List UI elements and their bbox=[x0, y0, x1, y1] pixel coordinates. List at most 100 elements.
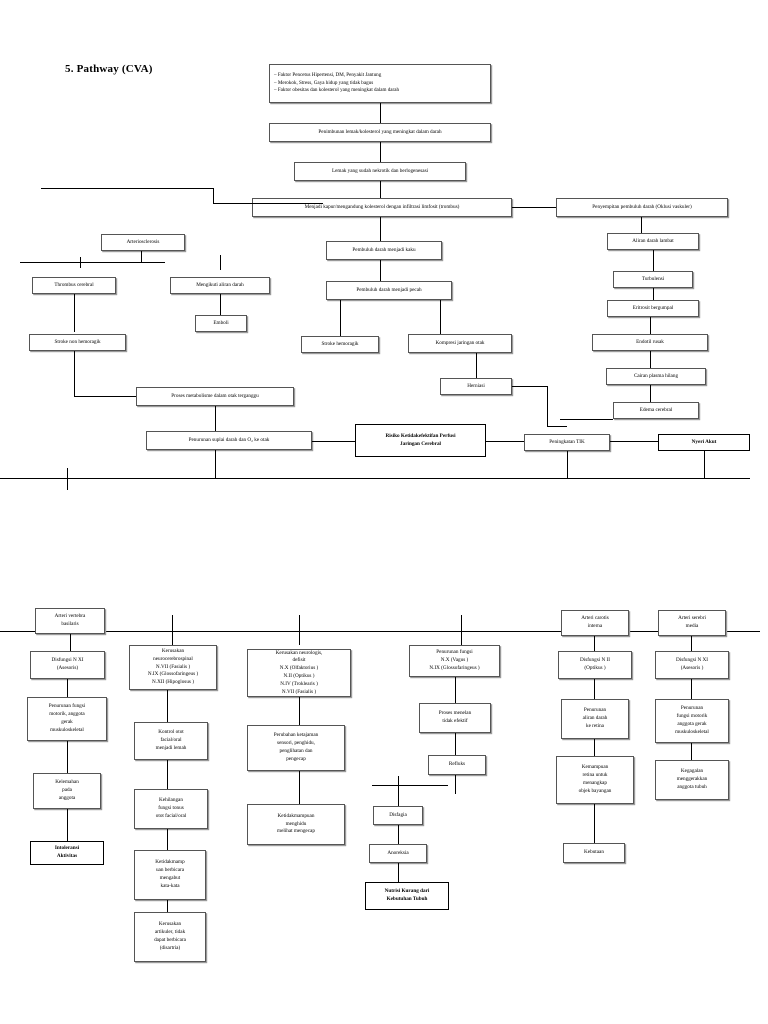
node-stroke-non-hemoragik: Stroke non hemoragik bbox=[29, 334, 126, 351]
node-arteri-carotis: Arteri carotis interna bbox=[561, 610, 629, 636]
connector bbox=[74, 396, 136, 397]
connector bbox=[312, 441, 355, 442]
connector bbox=[547, 426, 567, 427]
node-penurunan-fungsi-nx: Penurunan fungsi N.X (Vagus ) N.IX (Glos… bbox=[409, 645, 500, 677]
node-kompresi: Kompresi jaringan otak bbox=[408, 334, 512, 353]
connector bbox=[215, 450, 216, 478]
node-arteri-vertebra: Arteri vertebra basilaris bbox=[35, 608, 105, 634]
connector bbox=[455, 775, 456, 794]
connector bbox=[455, 733, 456, 755]
connector bbox=[220, 255, 221, 270]
node-proses-menelan: Proses menelan tidak efektif bbox=[419, 703, 491, 733]
node-kontrol-otot: Kontrol otot facial/oral menjadi lemah bbox=[134, 722, 208, 760]
connector bbox=[398, 863, 399, 882]
connector bbox=[398, 825, 399, 844]
connector bbox=[299, 771, 300, 804]
node-risk-factors: – Faktor Pencetus Hipertensi, DM, Penyak… bbox=[269, 64, 491, 103]
connector bbox=[650, 385, 651, 402]
connector bbox=[560, 419, 613, 420]
node-arteri-serebri: Arteri serebri media bbox=[658, 610, 726, 636]
page-title: 5. Pathway (CVA) bbox=[65, 63, 153, 75]
connector bbox=[567, 451, 568, 478]
connector bbox=[704, 451, 705, 478]
node-kerusakan-neurologis: Kerusakan neurologis, defisit N.X (Olfak… bbox=[247, 649, 351, 697]
node-kelemahan: Kelemahan pada anggota bbox=[33, 773, 101, 809]
node-thrombus: Thrombus cerebral bbox=[32, 277, 116, 294]
connector bbox=[594, 636, 595, 651]
connector bbox=[74, 294, 75, 332]
connector bbox=[440, 300, 441, 334]
node-eritrosit: Eritrosit bergumpal bbox=[607, 300, 699, 317]
connector bbox=[380, 181, 381, 198]
connector bbox=[594, 739, 595, 756]
node-disfagia: Disfagia bbox=[373, 806, 423, 825]
connector bbox=[691, 636, 692, 651]
diagnosis-nutrisi-kurang: Nutrisi Kurang dari Kebutuhan Tubuh bbox=[365, 882, 449, 910]
connector bbox=[213, 188, 214, 203]
connector bbox=[70, 634, 71, 651]
node-herniasi: Herniasi bbox=[440, 378, 512, 395]
node-disfungsi-nii: Disfungsi N II (Optikus ) bbox=[558, 651, 632, 679]
connector bbox=[299, 697, 300, 725]
diagnosis-intoleransi-aktivitas: Intoleransi Aktivitas bbox=[30, 841, 104, 865]
connector bbox=[547, 386, 548, 426]
node-kegagalan-gerak: Kegagalan menggerakkan anggota tubuh bbox=[655, 760, 729, 800]
connector bbox=[167, 690, 168, 722]
connector bbox=[398, 776, 399, 806]
connector bbox=[650, 317, 651, 334]
node-disfungsi-nxi-b: Disfungsi N XI (Asesoris ) bbox=[655, 651, 729, 679]
node-kerusakan-artikuler: Kerusakan artikuler, tidak dapat berbica… bbox=[134, 912, 206, 962]
node-kemampuan-retina: Kemampuan retina untuk menangkap objek b… bbox=[556, 756, 634, 804]
connector bbox=[691, 743, 692, 760]
connector bbox=[215, 406, 216, 431]
node-lemak-nekrotik: Lemak yang sudah nekrotik dan berlogenes… bbox=[294, 162, 466, 181]
node-anoreksia: Anoreksia bbox=[369, 844, 427, 863]
connector bbox=[340, 300, 341, 336]
node-turbulensi: Turbulensi bbox=[613, 271, 693, 288]
node-penurunan-motorik-b: Penurunan fungsi motorik anggota gerak m… bbox=[655, 699, 729, 743]
connector bbox=[691, 679, 692, 699]
connector bbox=[67, 809, 68, 841]
connector bbox=[594, 679, 595, 699]
node-menjadi-kapur: Menjadi kapur/mengandung kolesterol deng… bbox=[252, 198, 512, 217]
node-perubahan-ketajaman: Perubahan ketajaman sensori, penghidu, p… bbox=[247, 725, 345, 771]
connector bbox=[67, 741, 68, 773]
node-pembuluh-kaku: Pembuluh darah menjadi kaku bbox=[326, 241, 442, 260]
connector bbox=[641, 217, 642, 233]
node-peningkatan-tik: Peningkatan TIK bbox=[524, 434, 610, 451]
connector bbox=[650, 351, 651, 368]
connector bbox=[80, 257, 81, 268]
connector bbox=[172, 615, 173, 645]
node-penimbunan: Penimbunan lemak/kolesterol yang meningk… bbox=[269, 123, 491, 142]
node-penurunan-suplai: Penurunan suplai darah dan O₂ ke otak bbox=[146, 431, 312, 450]
connector-bus-bottom bbox=[0, 631, 760, 632]
diagnosis-risiko-perfusi: Risiko Ketidakefektifan Perfusi Jaringan… bbox=[355, 424, 486, 457]
connector bbox=[486, 441, 524, 442]
node-mengikuti-aliran: Mengikuti aliran darah bbox=[170, 277, 270, 294]
node-penurunan-motorik-a: Penurunan fungsi motorik, anggota gerak … bbox=[27, 697, 107, 741]
connector bbox=[299, 615, 300, 645]
connector bbox=[476, 353, 477, 378]
node-kebutaan: Kebutaan bbox=[563, 843, 625, 863]
node-proses-metabolisme: Proses metabolisme dalam otak terganggu bbox=[136, 387, 294, 406]
connector bbox=[512, 386, 548, 387]
connector bbox=[167, 829, 168, 850]
connector bbox=[380, 217, 381, 241]
node-penurunan-retina: Penurunan aliran darah ke retina bbox=[561, 699, 629, 739]
node-edema-cerebral: Edema cerebral bbox=[613, 402, 699, 419]
node-refluks: Refluks bbox=[428, 755, 486, 775]
node-emboli: Emboli bbox=[195, 315, 247, 332]
node-kerusakan-neuro: Kerusakan neurocerebrospinal N.VII (Fasi… bbox=[129, 645, 217, 690]
connector bbox=[167, 760, 168, 789]
connector bbox=[653, 250, 654, 271]
node-pembuluh-pecah: Pembuluh darah menjadi pecah bbox=[326, 281, 452, 300]
connector bbox=[380, 103, 381, 123]
connector bbox=[41, 188, 214, 189]
connector bbox=[380, 260, 381, 281]
connector bbox=[213, 203, 323, 204]
node-aliran-lambat: Aliran darah lambat bbox=[607, 233, 699, 250]
node-arteriosclerosis: Arteriosclerosis bbox=[101, 234, 185, 251]
node-cairan-plasma: Cairan plasma hilang bbox=[606, 368, 706, 385]
node-ketidakmampuan-bicara: Ketidakmamp uan berbicara mengabut kata-… bbox=[134, 850, 206, 900]
node-ketidakmampuan-hidu: Ketidakmampuan menghidu melihat mengecap bbox=[247, 804, 345, 845]
